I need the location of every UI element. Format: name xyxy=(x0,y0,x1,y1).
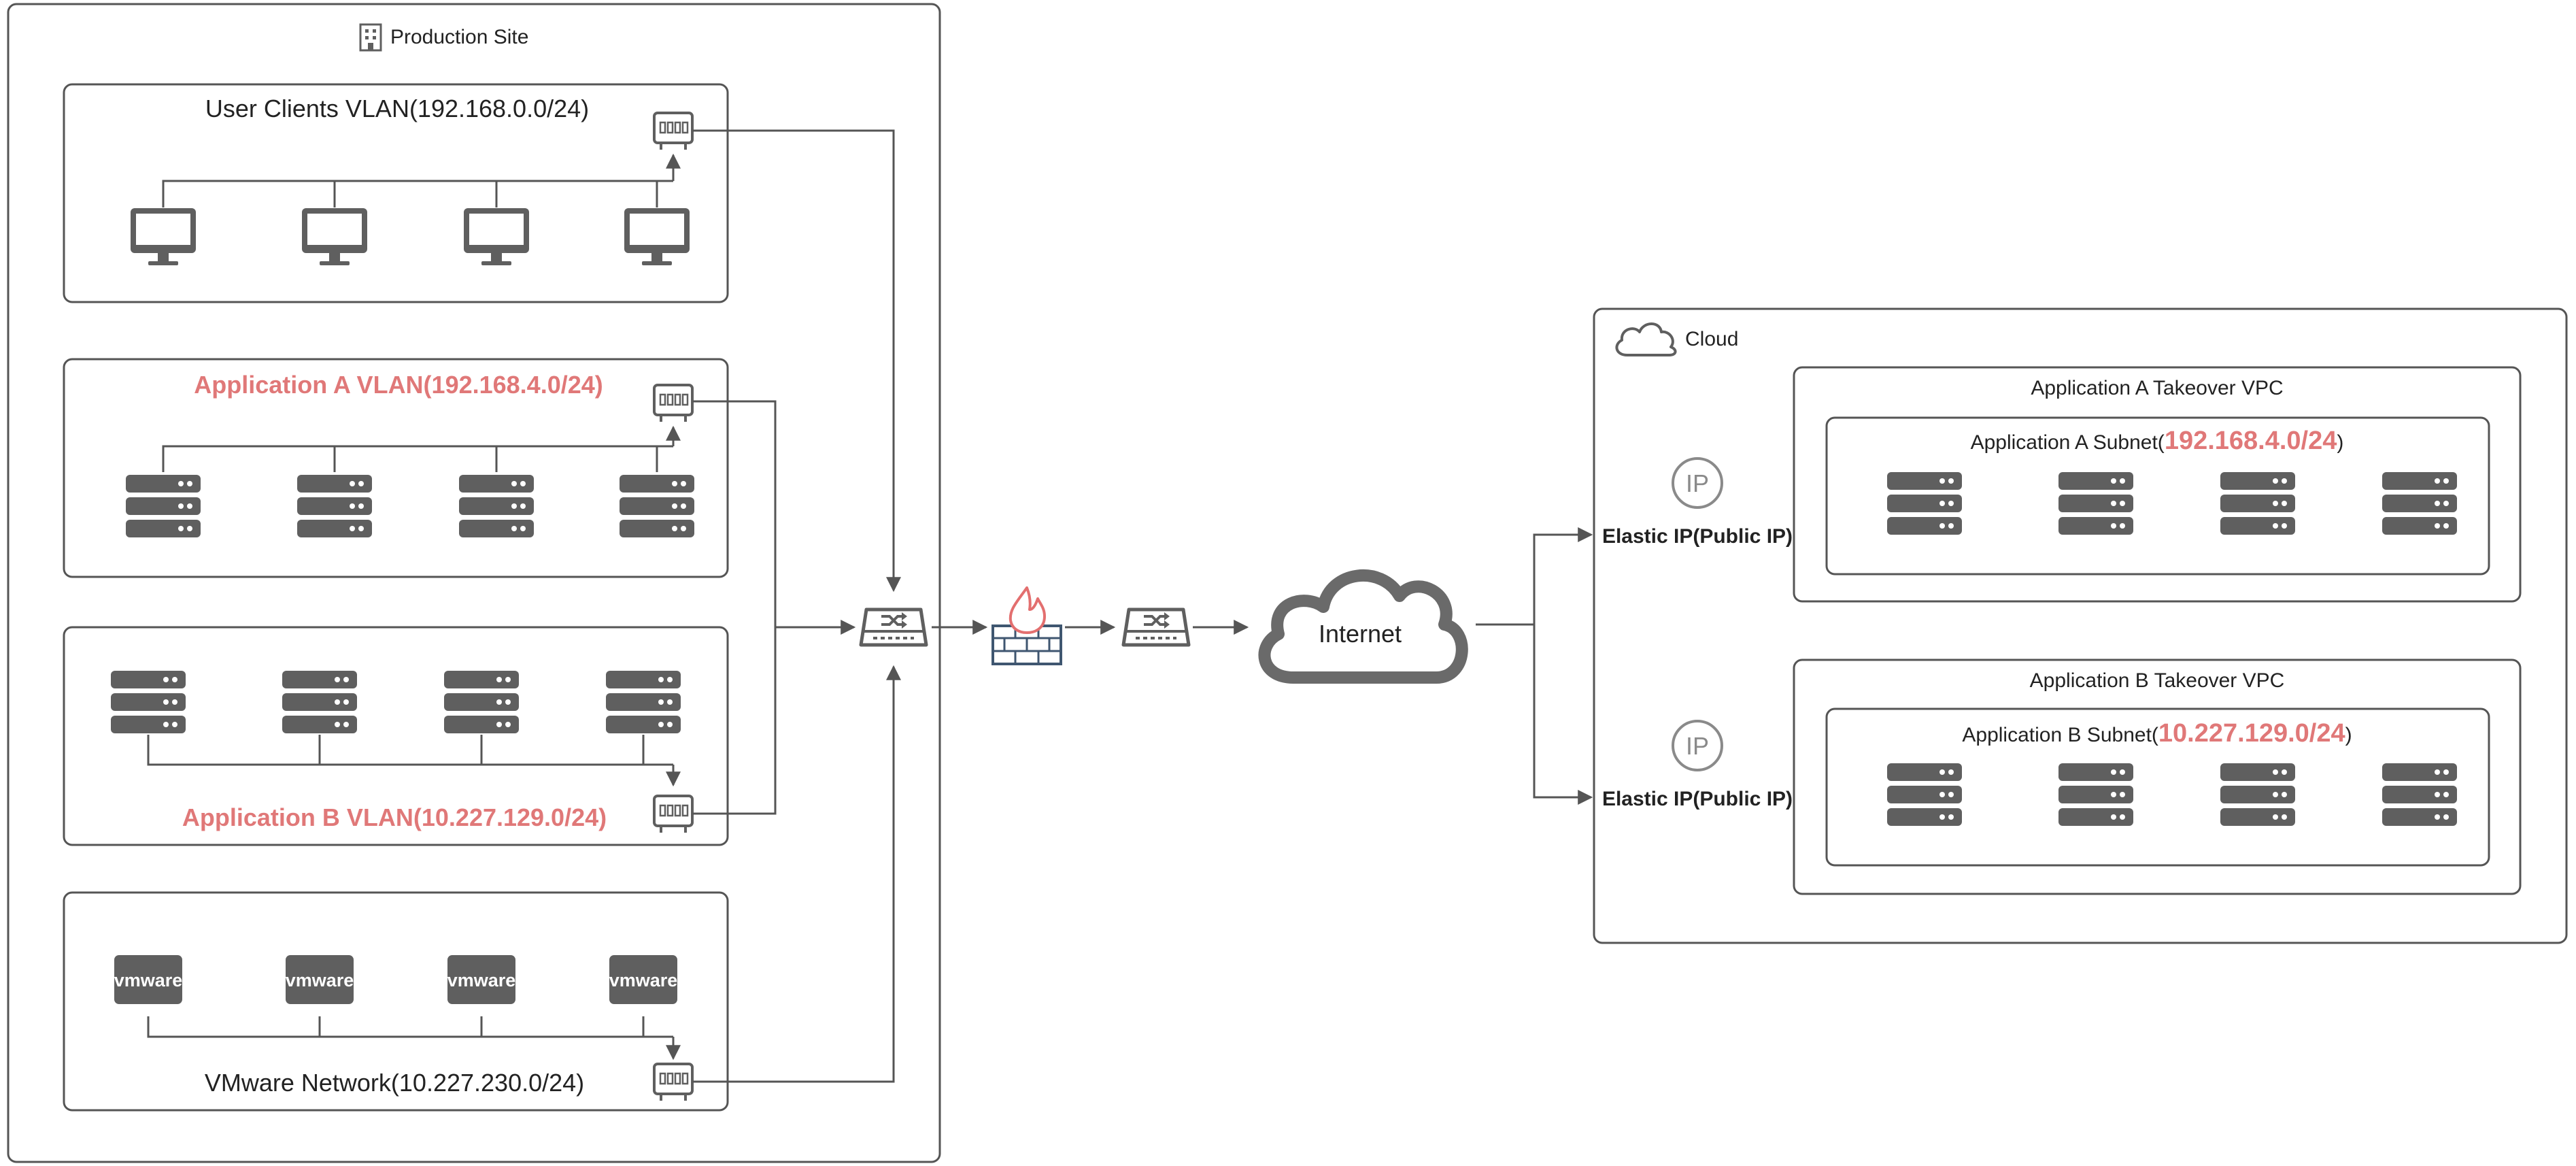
core-switch-icon xyxy=(861,610,926,645)
application-a-vlan: Application A VLAN(192.168.4.0/24) xyxy=(63,358,729,578)
cloud-container: Cloud xyxy=(1593,307,2568,944)
monitor-icon xyxy=(624,208,690,265)
server-icon xyxy=(2058,472,2133,535)
vpc-b-title: Application B Takeover VPC xyxy=(2030,669,2285,692)
application-b-takeover-vpc: Application B Takeover VPC Application B… xyxy=(1793,659,2522,895)
svg-text:vmware: vmware xyxy=(114,970,183,990)
server-icon xyxy=(606,671,681,733)
internet-cloud: Internet xyxy=(1258,569,1468,684)
vpc-a-subnet-label: Application A Subnet(192.168.4.0/24) xyxy=(1971,427,2344,455)
user-clients-vlan: User Clients VLAN(192.168.0.0/24) xyxy=(63,83,729,303)
production-site-container: Production Site xyxy=(7,3,941,1163)
svg-text:IP: IP xyxy=(1686,732,1709,760)
firewall-icon xyxy=(992,586,1062,665)
vmware-icon: vmware xyxy=(286,955,354,1004)
cloud-icon xyxy=(1615,322,1677,356)
server-icon xyxy=(1887,472,1962,535)
application-a-takeover-vpc: Application A Takeover VPC Application A… xyxy=(1793,366,2522,603)
uplink-connectors xyxy=(692,129,901,1083)
access-switch-icon xyxy=(653,112,694,151)
vmware-icon: vmware xyxy=(609,955,678,1004)
server-icon xyxy=(2220,472,2295,535)
server-icon xyxy=(297,475,372,537)
server-icon xyxy=(2220,763,2295,826)
svg-text:vmware: vmware xyxy=(447,970,516,990)
production-site-title: Production Site xyxy=(390,26,528,48)
internet-label: Internet xyxy=(1319,620,1402,648)
monitor-icon xyxy=(464,208,529,265)
vmware-network: vmware vmware vmware vmware VMware Netwo… xyxy=(63,891,729,1112)
elastic-ip-label: Elastic IP(Public IP) xyxy=(1602,525,1793,548)
cloud-title: Cloud xyxy=(1685,328,1738,350)
elastic-ip-b: IP Elastic IP(Public IP) xyxy=(1602,720,1793,810)
application-a-vlan-label: Application A VLAN(192.168.4.0/24) xyxy=(194,371,603,399)
svg-text:vmware: vmware xyxy=(609,970,678,990)
vmware-network-label: VMware Network(10.227.230.0/24) xyxy=(205,1069,584,1097)
server-icon xyxy=(111,671,186,733)
server-icon xyxy=(126,475,201,537)
application-b-vlan: Application B VLAN(10.227.129.0/24) xyxy=(63,626,729,846)
access-switch-icon xyxy=(653,795,694,834)
internet-to-cloud-connectors xyxy=(1476,527,1593,805)
vpc-b-subnet-label: Application B Subnet(10.227.129.0/24) xyxy=(1962,719,2352,748)
access-switch-icon xyxy=(653,384,694,423)
server-icon xyxy=(444,671,519,733)
router-icon xyxy=(1123,610,1189,645)
server-icon xyxy=(459,475,534,537)
server-icon xyxy=(2382,472,2457,535)
svg-text:IP: IP xyxy=(1686,469,1709,497)
server-icon xyxy=(1887,763,1962,826)
server-icon xyxy=(2058,763,2133,826)
vpc-a-title: Application A Takeover VPC xyxy=(2031,377,2283,399)
application-b-vlan-label: Application B VLAN(10.227.129.0/24) xyxy=(182,803,607,831)
user-clients-vlan-label: User Clients VLAN(192.168.0.0/24) xyxy=(205,95,589,122)
vmware-icon: vmware xyxy=(447,955,516,1004)
server-icon xyxy=(2382,763,2457,826)
access-switch-icon xyxy=(653,1063,694,1102)
elastic-ip-a: IP Elastic IP(Public IP) xyxy=(1602,457,1793,548)
monitor-icon xyxy=(302,208,367,265)
svg-text:vmware: vmware xyxy=(286,970,354,990)
vmware-icon: vmware xyxy=(114,955,183,1004)
building-icon xyxy=(359,23,382,52)
elastic-ip-label: Elastic IP(Public IP) xyxy=(1602,788,1793,810)
server-icon xyxy=(282,671,357,733)
server-icon xyxy=(620,475,694,537)
monitor-icon xyxy=(131,208,196,265)
